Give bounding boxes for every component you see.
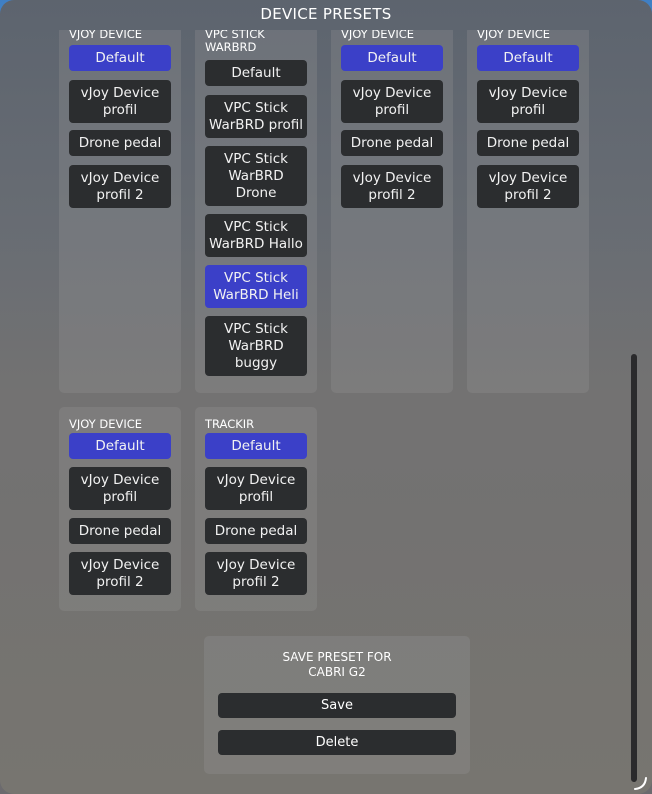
preset-button[interactable]: vJoy Device profil 2	[477, 165, 579, 208]
preset-button[interactable]: vJoy Device profil	[341, 80, 443, 123]
preset-button[interactable]: vJoy Device profil 2	[205, 552, 307, 595]
preset-button[interactable]: vJoy Device profil 2	[69, 165, 171, 208]
preset-button[interactable]: Drone pedal	[69, 518, 171, 544]
panel-title: DEVICE PRESETS	[260, 5, 392, 23]
device-group: VJOY DEVICE Default vJoy Device profil D…	[331, 30, 453, 393]
device-group: TRACKIR Default vJoy Device profil Drone…	[195, 407, 317, 611]
save-preset-title: SAVE PRESET FOR CABRI G2	[204, 650, 470, 680]
scrollbar-thumb[interactable]	[631, 354, 637, 782]
preset-button[interactable]: vJoy Device profil	[477, 80, 579, 123]
save-preset-title-line1: SAVE PRESET FOR	[282, 650, 392, 664]
delete-button[interactable]: Delete	[218, 730, 456, 755]
preset-button[interactable]: Default	[205, 433, 307, 459]
device-group-title: VJOY DEVICE	[341, 30, 415, 41]
save-button[interactable]: Save	[218, 693, 456, 718]
preset-button[interactable]: vJoy Device profil	[69, 80, 171, 123]
preset-button[interactable]: Default	[69, 45, 171, 71]
preset-button[interactable]: vJoy Device profil 2	[341, 165, 443, 208]
preset-button[interactable]: vJoy Device profil	[205, 467, 307, 510]
preset-button[interactable]: VPC Stick WarBRD buggy	[205, 316, 307, 376]
resize-grip-icon[interactable]	[633, 776, 647, 790]
preset-button[interactable]: Drone pedal	[341, 130, 443, 156]
preset-button[interactable]: VPC Stick WarBRD Hallo	[205, 214, 307, 257]
preset-button[interactable]: Default	[341, 45, 443, 71]
save-preset-panel: SAVE PRESET FOR CABRI G2 Save Delete	[204, 636, 470, 774]
preset-button[interactable]: VPC Stick WarBRD profil	[205, 95, 307, 138]
preset-button[interactable]: Default	[69, 433, 171, 459]
device-group-title: VJOY DEVICE	[477, 30, 551, 41]
preset-button[interactable]: Drone pedal	[477, 130, 579, 156]
device-group-title: TRACKIR	[205, 417, 255, 431]
save-preset-title-line2: CABRI G2	[308, 665, 366, 679]
preset-button[interactable]: Drone pedal	[205, 518, 307, 544]
preset-button[interactable]: Default	[205, 60, 307, 86]
device-group: VJOY DEVICE Default vJoy Device profil D…	[59, 407, 181, 611]
device-group-title: VJOY DEVICE	[69, 417, 143, 431]
device-group-title: VJOY DEVICE	[69, 30, 143, 41]
device-group: VJOY DEVICE Default vJoy Device profil D…	[467, 30, 589, 393]
device-group: VJOY DEVICE Default vJoy Device profil D…	[59, 30, 181, 393]
device-group: VPC STICK WARBRD Default VPC Stick WarBR…	[195, 30, 317, 393]
preset-button[interactable]: Drone pedal	[69, 130, 171, 156]
preset-button[interactable]: VPC Stick WarBRD Heli	[205, 265, 307, 308]
device-group-title: VPC STICK WARBRD	[205, 30, 265, 54]
preset-button[interactable]: vJoy Device profil 2	[69, 552, 171, 595]
presets-scroll-area: VJOY DEVICE Default vJoy Device profil D…	[0, 30, 628, 794]
preset-button[interactable]: vJoy Device profil	[69, 467, 171, 510]
preset-button[interactable]: VPC Stick WarBRD Drone	[205, 146, 307, 206]
preset-button[interactable]: Default	[477, 45, 579, 71]
